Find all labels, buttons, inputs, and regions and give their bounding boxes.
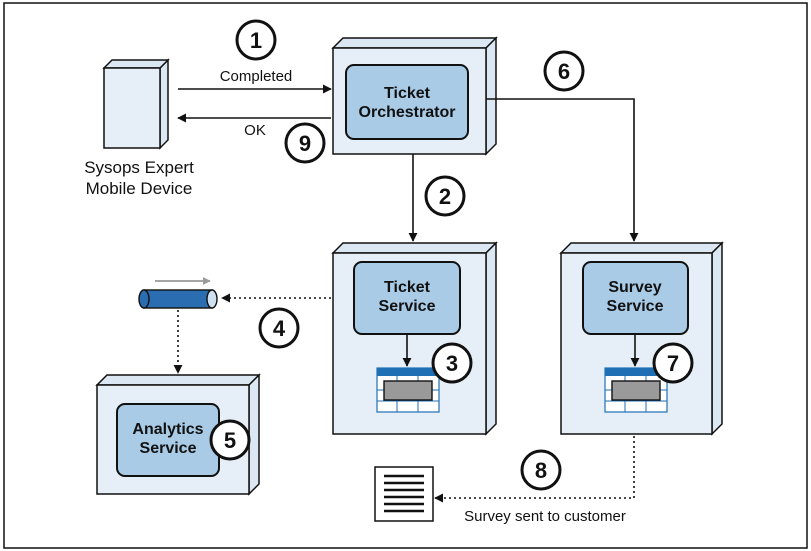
step-7-number: 7 bbox=[667, 351, 679, 376]
message-queue-icon bbox=[138, 277, 218, 309]
step-9-number: 9 bbox=[299, 131, 311, 156]
ticket-service-label-line1: Ticket bbox=[384, 279, 431, 296]
arrow-step-6 bbox=[486, 98, 639, 242]
mobile-device-icon bbox=[102, 58, 170, 150]
orchestrator-label-line2: Orchestrator bbox=[359, 104, 456, 121]
orchestrator-label-line1: Ticket bbox=[384, 85, 431, 102]
analytics-service-label-line1: Analytics bbox=[132, 421, 203, 438]
step-badge-1: 1 bbox=[235, 19, 277, 61]
step-5-number: 5 bbox=[224, 428, 236, 453]
survey-sent-label: Survey sent to customer bbox=[464, 508, 626, 525]
document-icon bbox=[374, 466, 434, 522]
device-label-line2: Mobile Device bbox=[86, 179, 193, 198]
step-badge-7: 7 bbox=[652, 342, 694, 384]
step-1-number: 1 bbox=[250, 28, 262, 53]
database-table-icon bbox=[604, 367, 668, 413]
step-6-number: 6 bbox=[558, 59, 570, 84]
orchestrator-container bbox=[331, 36, 498, 156]
survey-service-label-line1: Survey bbox=[608, 279, 661, 296]
analytics-service-label-line2: Service bbox=[140, 440, 197, 457]
step-badge-9: 9 bbox=[284, 122, 326, 164]
step-badge-5: 5 bbox=[209, 419, 251, 461]
device-label-line1: Sysops Expert bbox=[84, 158, 194, 177]
step-8-number: 8 bbox=[535, 458, 547, 483]
ticket-service-label-line2: Service bbox=[379, 298, 436, 315]
step-4-number: 4 bbox=[273, 316, 286, 341]
step-badge-8: 8 bbox=[520, 449, 562, 491]
step-2-number: 2 bbox=[439, 184, 451, 209]
step-badge-6: 6 bbox=[543, 50, 585, 92]
step-3-number: 3 bbox=[446, 351, 458, 376]
survey-service-label-line2: Service bbox=[607, 298, 664, 315]
ticket-orchestrator-box[interactable] bbox=[345, 64, 469, 140]
step-badge-4: 4 bbox=[258, 307, 300, 349]
step-badge-2: 2 bbox=[424, 175, 466, 217]
ok-label: OK bbox=[244, 122, 266, 139]
arrow-step-8 bbox=[434, 436, 635, 503]
step-badge-3: 3 bbox=[431, 342, 473, 384]
completed-label: Completed bbox=[220, 68, 293, 85]
database-table-icon bbox=[376, 367, 440, 413]
